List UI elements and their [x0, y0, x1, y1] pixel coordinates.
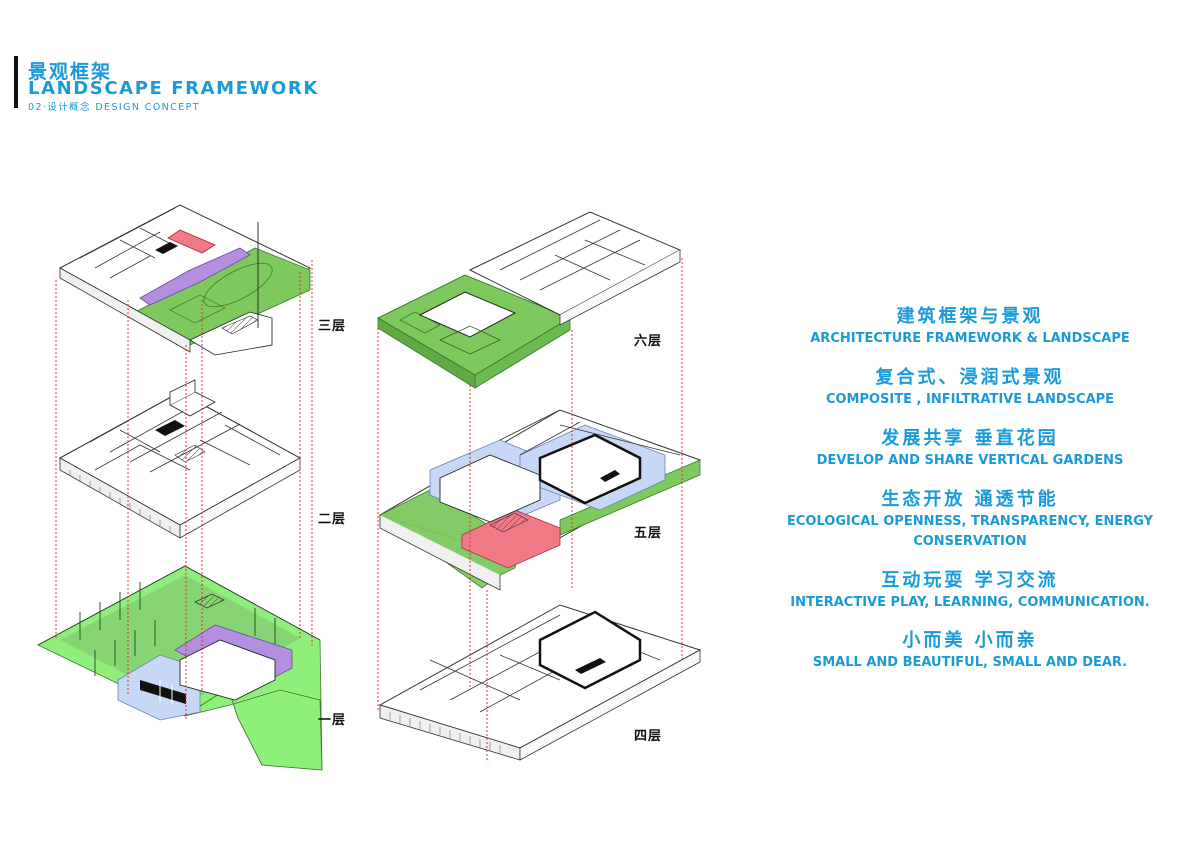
- concept-title-cn: 复合式、浸润式景观: [875, 367, 1065, 388]
- concept-item: 互动玩耍 学习交流 INTERACTIVE PLAY, LEARNING, CO…: [770, 569, 1170, 613]
- concept-item: 小而美 小而亲 SMALL AND BEAUTIFUL, SMALL AND D…: [770, 629, 1170, 673]
- floor-5-plan: [378, 409, 702, 591]
- floor-label-6: 六层: [634, 334, 663, 349]
- concept-item: 复合式、浸润式景观 COMPOSITE , INFILTRATIVE LANDS…: [770, 366, 1170, 410]
- floor-2-plan: [58, 379, 302, 539]
- concept-title-en: INTERACTIVE PLAY, LEARNING, COMMUNICATIO…: [790, 595, 1150, 610]
- concept-item: 建筑框架与景观 ARCHITECTURE FRAMEWORK & LANDSCA…: [770, 305, 1170, 349]
- floor-3-plan: [58, 204, 312, 356]
- concept-title-cn: 发展共享 垂直花园: [881, 428, 1059, 449]
- concept-title-en: SMALL AND BEAUTIFUL, SMALL AND DEAR.: [812, 655, 1128, 670]
- floor-6-plan: [376, 211, 682, 389]
- concept-item: 发展共享 垂直花园 DEVELOP AND SHARE VERTICAL GAR…: [770, 427, 1170, 471]
- floor-4-plan: [378, 604, 702, 761]
- left-connectors: [55, 260, 313, 720]
- floor-label-5: 五层: [634, 526, 663, 541]
- right-connectors: [377, 258, 683, 760]
- concept-title-en: ECOLOGICAL OPENNESS, TRANSPARENCY, ENERG…: [786, 514, 1154, 549]
- concept-title-cn: 互动玩耍 学习交流: [881, 570, 1059, 591]
- header-accent-bar: [14, 56, 18, 108]
- concept-item: 生态开放 通透节能 ECOLOGICAL OPENNESS, TRANSPARE…: [770, 488, 1170, 552]
- floor-label-2: 二层: [318, 512, 347, 527]
- concept-title-en: COMPOSITE , INFILTRATIVE LANDSCAPE: [825, 392, 1115, 407]
- title-english: LANDSCAPE FRAMEWORK: [28, 78, 319, 99]
- floor-label-3: 三层: [318, 319, 347, 334]
- concept-title-en: DEVELOP AND SHARE VERTICAL GARDENS: [816, 453, 1124, 468]
- subtitle: 02·设计概念 DESIGN CONCEPT: [28, 102, 200, 113]
- floor-label-4: 四层: [634, 729, 663, 744]
- title-chinese: 景观框架: [28, 61, 113, 83]
- concept-title-en: ARCHITECTURE FRAMEWORK & LANDSCAPE: [810, 331, 1130, 346]
- concept-title-cn: 生态开放 通透节能: [881, 489, 1059, 510]
- floor-label-1: 一层: [318, 713, 347, 728]
- floor-1-plan: [37, 565, 323, 771]
- concept-title-cn: 小而美 小而亲: [902, 630, 1038, 651]
- concept-title-cn: 建筑框架与景观: [896, 306, 1044, 327]
